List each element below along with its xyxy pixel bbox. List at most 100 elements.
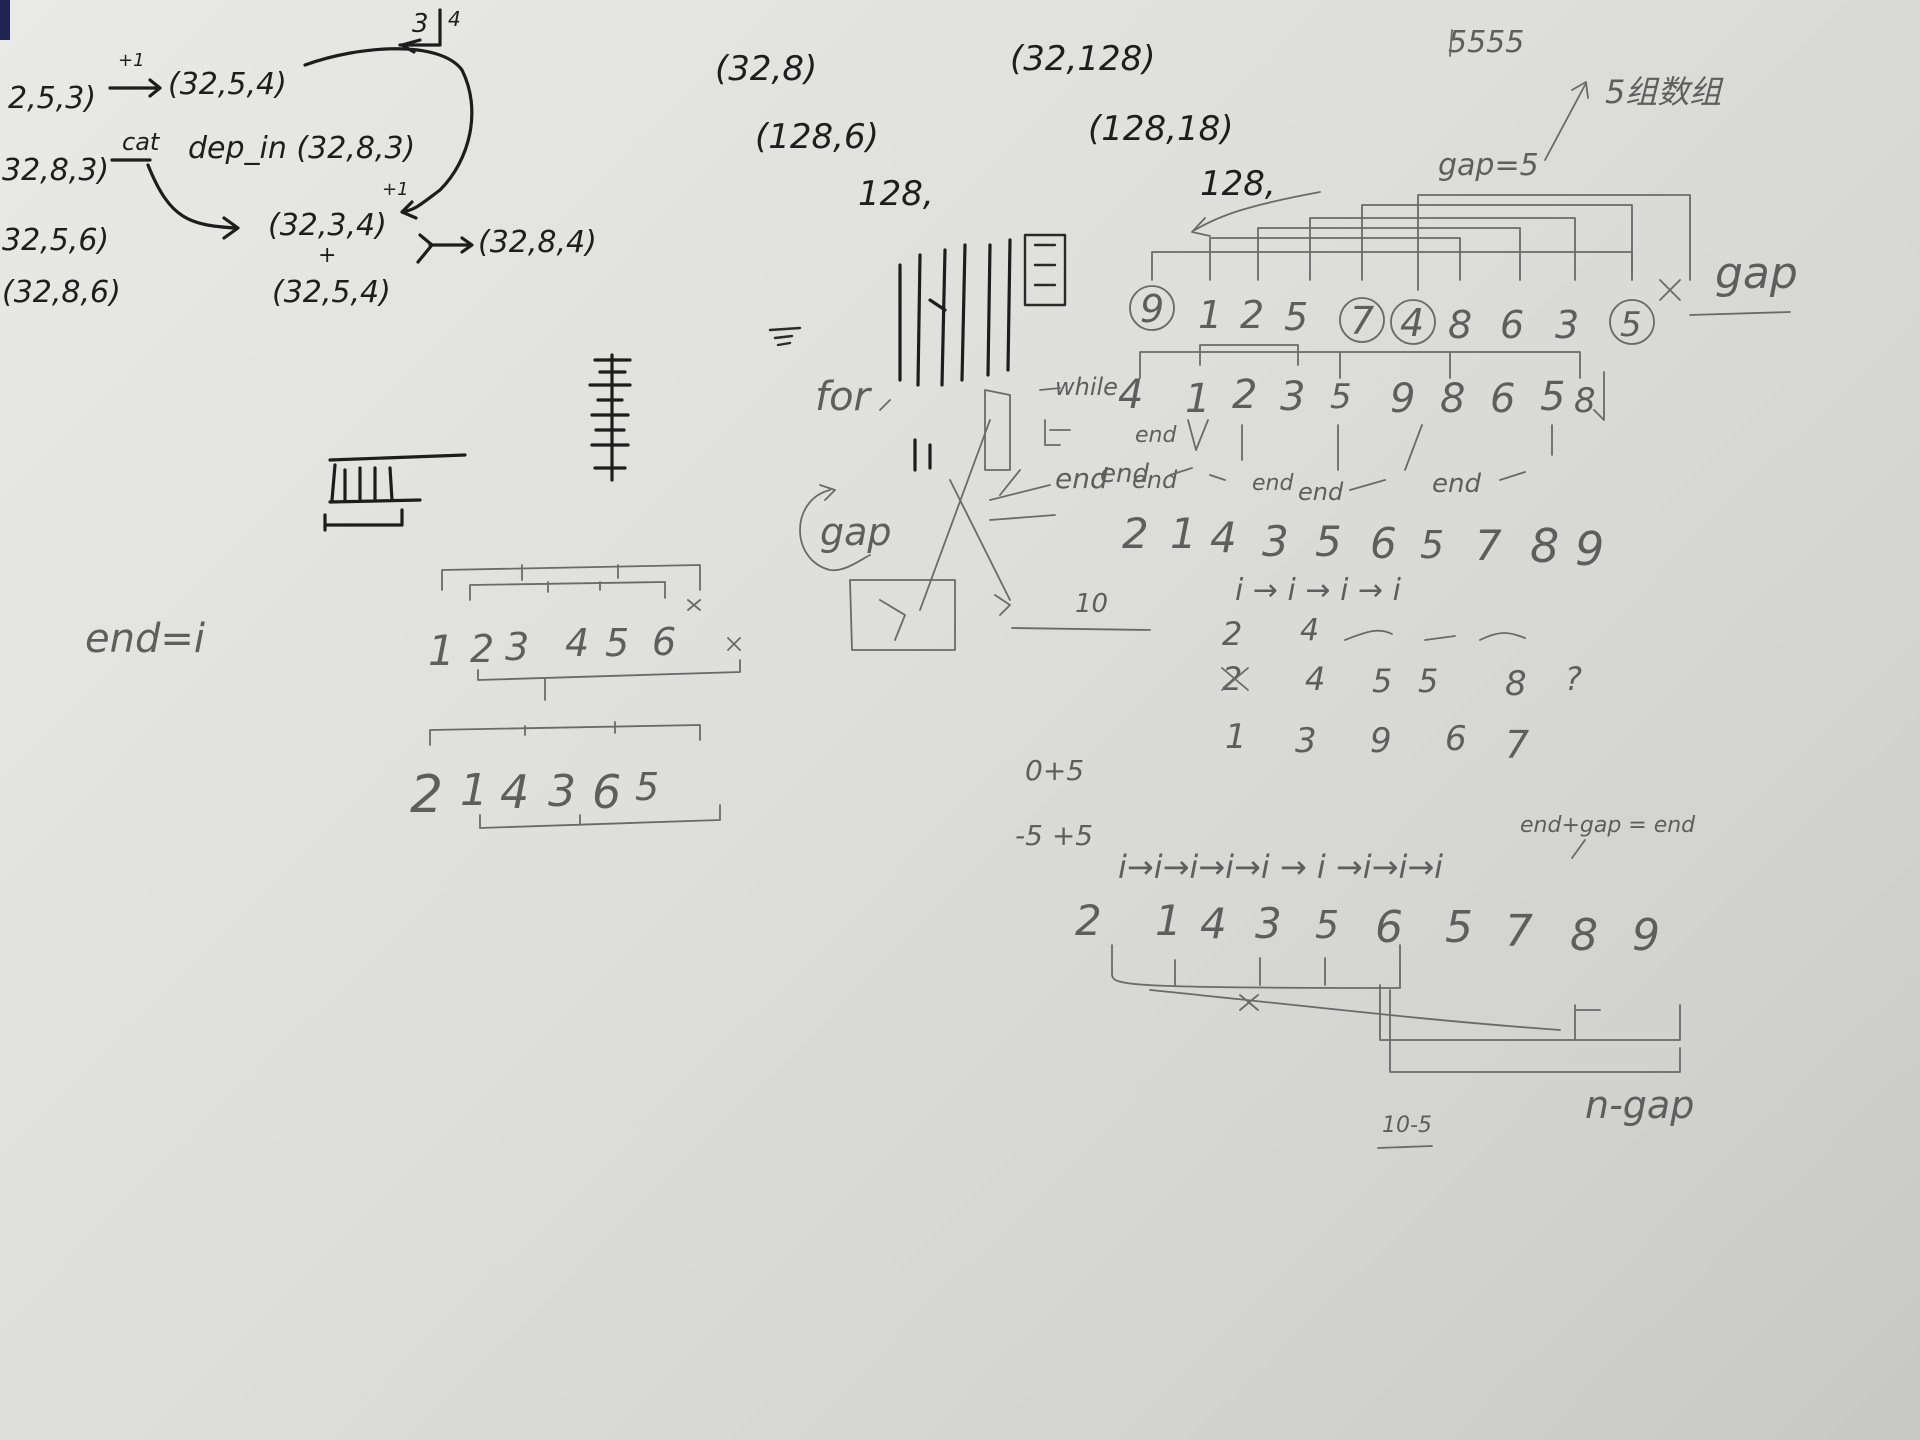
r1-2: 2 <box>1240 293 1264 337</box>
while-label: while <box>1055 373 1118 401</box>
loop-diagram: for while end end gap 10 <box>768 233 1151 651</box>
seq2-5: 6 <box>592 765 621 819</box>
top-middle-notes: (32,8) (128,6) 128, (32,128) (128,18) 12… <box>715 39 1276 214</box>
shape-line-2: 32,8,3) <box>2 153 109 188</box>
pencil-gap-big: gap <box>1715 248 1798 299</box>
shape-line-3: 32,5,6) <box>2 223 109 258</box>
end-label-3: end <box>1252 471 1294 496</box>
r1-0: 9 <box>1140 287 1164 331</box>
r1-8: 3 <box>1555 303 1579 347</box>
r6-4: 5 <box>1315 903 1339 947</box>
r3-3: 3 <box>1262 517 1289 566</box>
op-plus-one: +1 <box>118 50 145 71</box>
r3-2: 4 <box>1210 513 1237 562</box>
for-label: for <box>815 374 873 420</box>
r2-4: 5 <box>1330 377 1352 417</box>
box-side-number: 4 <box>448 7 461 31</box>
r6-5: 6 <box>1375 902 1403 953</box>
gap-arcs <box>1151 191 1691 291</box>
r1-3: 5 <box>1284 295 1308 339</box>
end-i-label: end=i <box>85 616 205 662</box>
seq2-2: 1 <box>460 765 488 816</box>
array-row-4: 2 4 2 4 5 5 8 ? <box>1221 613 1582 704</box>
shape-128-b: 128, <box>1200 164 1276 204</box>
gap-label: gap <box>820 510 892 554</box>
end-label-2: end <box>1132 466 1178 494</box>
r4-0: 2 <box>1222 615 1242 653</box>
r2-6: 8 <box>1440 376 1465 422</box>
i-arrow-chain: i → i → i → i <box>1235 573 1402 608</box>
op-cat: cat <box>122 128 161 156</box>
seq-6: 6 <box>652 620 676 664</box>
seq2-3: 4 <box>500 765 529 819</box>
r1-7: 6 <box>1500 303 1524 347</box>
r4-5: 8 <box>1505 664 1527 704</box>
r6-6: 5 <box>1445 902 1473 953</box>
array-row-1: 9 1 2 5 7 4 8 6 3 5 <box>1129 279 1681 347</box>
top-left-notes: 2,5,3) +1 (32,5,4) 32,8,3) cat dep_in (3… <box>2 7 597 310</box>
r2-9: 8 <box>1574 381 1596 421</box>
seq2-6: 5 <box>635 765 659 809</box>
r1-5: 4 <box>1400 301 1424 345</box>
r3-0: 2 <box>1122 509 1149 558</box>
i-arrow-long: i→i→i→i→i → i →i→i→i <box>1118 848 1443 886</box>
end-left: end <box>1055 462 1108 495</box>
r2-1: 1 <box>1185 376 1210 422</box>
r1-9: 5 <box>1620 305 1642 345</box>
shape-32-128: (32,128) <box>1010 39 1156 79</box>
r6-8: 8 <box>1570 910 1598 961</box>
r4-2: 4 <box>1305 660 1325 698</box>
plus-sign: + <box>318 243 336 268</box>
array-row-5: 1 3 9 6 7 <box>1225 717 1529 767</box>
end-label-1: end <box>1135 423 1177 448</box>
lower-right-sequence: end+gap = end i→i→i→i→i → i →i→i→i 2 1 4… <box>1075 813 1696 1149</box>
zero-plus-five: 0+5 <box>1025 754 1084 787</box>
r6-2: 4 <box>1200 899 1227 948</box>
r5-0: 1 <box>1225 717 1247 757</box>
shape-32-8: (32,8) <box>715 49 817 89</box>
shape-line-1: 2,5,3) <box>8 81 96 116</box>
r2-3: 3 <box>1280 374 1305 420</box>
r3-4: 5 <box>1315 517 1342 566</box>
r4-x: 2 <box>1222 660 1242 698</box>
seq-3: 3 <box>505 625 529 669</box>
ten-minus-five: 10-5 <box>1382 1113 1432 1138</box>
pencil-5555: 5555 <box>1448 25 1524 60</box>
r3-6: 5 <box>1420 523 1444 567</box>
r5-1: 3 <box>1295 721 1317 761</box>
r6-1: 1 <box>1155 896 1182 945</box>
n-gap-label: n-gap <box>1585 1083 1694 1127</box>
end-label-5: end <box>1432 469 1481 499</box>
r1-6: 8 <box>1448 303 1472 347</box>
end-mid: end <box>1100 459 1149 489</box>
r2-7: 6 <box>1490 376 1515 422</box>
seq2-1: 2 <box>410 765 443 825</box>
r4-3: 5 <box>1372 662 1392 700</box>
r3-8: 8 <box>1530 519 1559 573</box>
r4-4: 5 <box>1418 662 1438 700</box>
r3-5: 6 <box>1370 519 1397 568</box>
left-doodles: end=i <box>85 353 632 662</box>
r3-1: 1 <box>1170 509 1197 558</box>
r2-2: 2 <box>1232 372 1257 418</box>
shape-128-6: (128,6) <box>755 117 879 157</box>
r2-8: 5 <box>1540 374 1565 420</box>
r6-3: 3 <box>1255 899 1282 948</box>
r6-9: 9 <box>1632 910 1660 961</box>
op-plus-one-b: +1 <box>382 179 409 200</box>
minus-five-plus-five: -5 +5 <box>1015 819 1093 852</box>
pencil-gap-5: gap=5 <box>1438 148 1539 183</box>
r3-9: 9 <box>1575 522 1604 576</box>
r5-3: 6 <box>1445 719 1467 759</box>
shape-mid: (32,3,4) <box>268 208 387 243</box>
desk-edge <box>0 0 10 40</box>
r6-0: 2 <box>1075 896 1102 945</box>
shape-out: (32,8,4) <box>478 225 597 260</box>
center-sequences: 1 2 3 4 5 6 2 1 4 3 6 5 0+5 -5 +5 <box>410 564 1093 852</box>
end-label-4: end <box>1298 478 1344 506</box>
seq-5: 5 <box>605 621 629 665</box>
r4-6: ? <box>1565 660 1582 698</box>
r1-1: 1 <box>1198 293 1222 337</box>
